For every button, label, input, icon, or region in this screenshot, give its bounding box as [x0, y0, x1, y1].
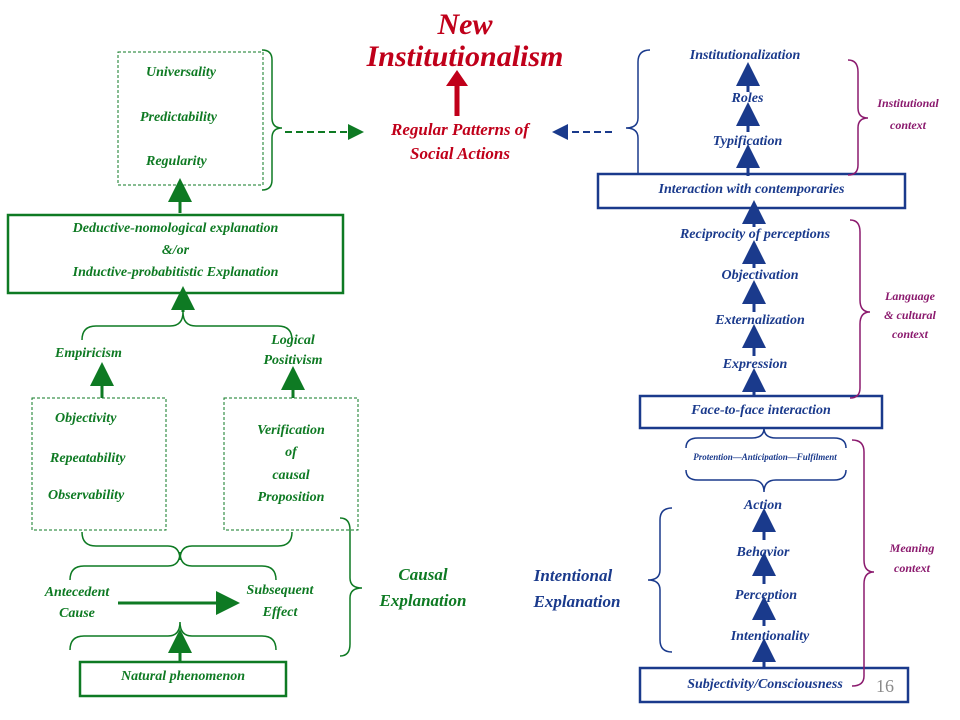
empiricism-label: Empiricism [55, 346, 122, 361]
verification-line4: Proposition [257, 490, 325, 505]
positivism-line2: Positivism [263, 353, 323, 368]
protention-brace-bottom [685, 469, 847, 493]
criteria-objectivity: Objectivity [55, 411, 117, 426]
title-line2: Institutionalism [366, 40, 564, 73]
page-number: 16 [876, 676, 894, 696]
natural-label: Natural phenomenon [120, 669, 246, 684]
intentional-line1: Intentional [533, 566, 613, 585]
language-context-brace [849, 219, 871, 399]
subjectivity-label: Subjectivity/Consciousness [687, 677, 843, 692]
externalization-label: Externalization [715, 313, 805, 328]
subsequent-line1: Subsequent [246, 583, 314, 598]
verification-line2: of [285, 445, 297, 460]
behavior-label: Behavior [736, 545, 790, 560]
natural-box [78, 660, 288, 698]
criteria-regularity: Regularity [146, 154, 207, 169]
protention-label: Protention—Anticipation—Fulfilment [693, 452, 837, 462]
patterns-label-line1: Regular Patterns of [391, 120, 529, 139]
meaning-context-line1: Meaning [889, 541, 935, 555]
subsequent-line2: Effect [262, 605, 298, 620]
criteria-brace [261, 49, 283, 191]
causal-brace [339, 517, 363, 657]
protention-brace-top [685, 427, 847, 449]
action-label: Action [743, 498, 783, 513]
language-context-line2: & cultural [884, 308, 936, 322]
criteria-universality: Universality [146, 65, 216, 80]
institutional-context-line2: context [890, 118, 926, 132]
language-context-line1: Language [884, 289, 935, 303]
verification-line3: causal [272, 468, 310, 483]
face-label: Face-to-face interaction [691, 403, 831, 418]
verification-line1: Verification [257, 423, 325, 438]
antecedent-line2: Cause [59, 606, 95, 621]
criteria-predictability: Predictability [140, 110, 217, 125]
causal-line2: Explanation [379, 591, 467, 610]
lower-brace [81, 531, 293, 561]
perception-label: Perception [734, 588, 798, 603]
objectivation-label: Objectivation [721, 268, 799, 283]
intentionality-label: Intentionality [730, 629, 810, 644]
cause-effect-brace [69, 551, 277, 581]
institutional-brace [625, 49, 651, 175]
title-line1: New [437, 8, 493, 41]
institutionalization-label: Institutionalization [689, 48, 801, 63]
roles-label: Roles [731, 91, 764, 106]
meaning-context-brace [851, 439, 875, 687]
natural-brace [69, 621, 277, 651]
criteria-observability: Observability [48, 488, 125, 503]
reciprocity-label: Reciprocity of perceptions [679, 227, 831, 242]
language-context-line3: context [892, 327, 928, 341]
empirical-criteria-box [31, 397, 167, 531]
institutional-context-brace [847, 59, 869, 176]
explanation-line2: &/or [161, 243, 190, 258]
face-box [638, 394, 884, 430]
intentional-brace [647, 507, 673, 653]
causal-line1: Causal [398, 565, 448, 584]
antecedent-line1: Antecedent [44, 585, 110, 600]
intentional-line2: Explanation [533, 592, 621, 611]
institutional-context-line1: Institutional [877, 96, 939, 110]
subjectivity-box [638, 666, 910, 704]
explanation-line3: Inductive-probabitistic Explanation [72, 265, 279, 280]
interaction-label: Interaction with contemporaries [658, 182, 845, 197]
patterns-label-line2: Social Actions [410, 144, 510, 163]
meaning-context-line2: context [894, 561, 930, 575]
positivism-line1: Logical [271, 333, 315, 348]
criteria-repeatability: Repeatability [50, 451, 126, 466]
expression-label: Expression [722, 357, 788, 372]
typification-label: Typification [712, 134, 783, 149]
verification-box [223, 397, 359, 531]
explanation-line1: Deductive-nomological explanation [72, 221, 279, 236]
